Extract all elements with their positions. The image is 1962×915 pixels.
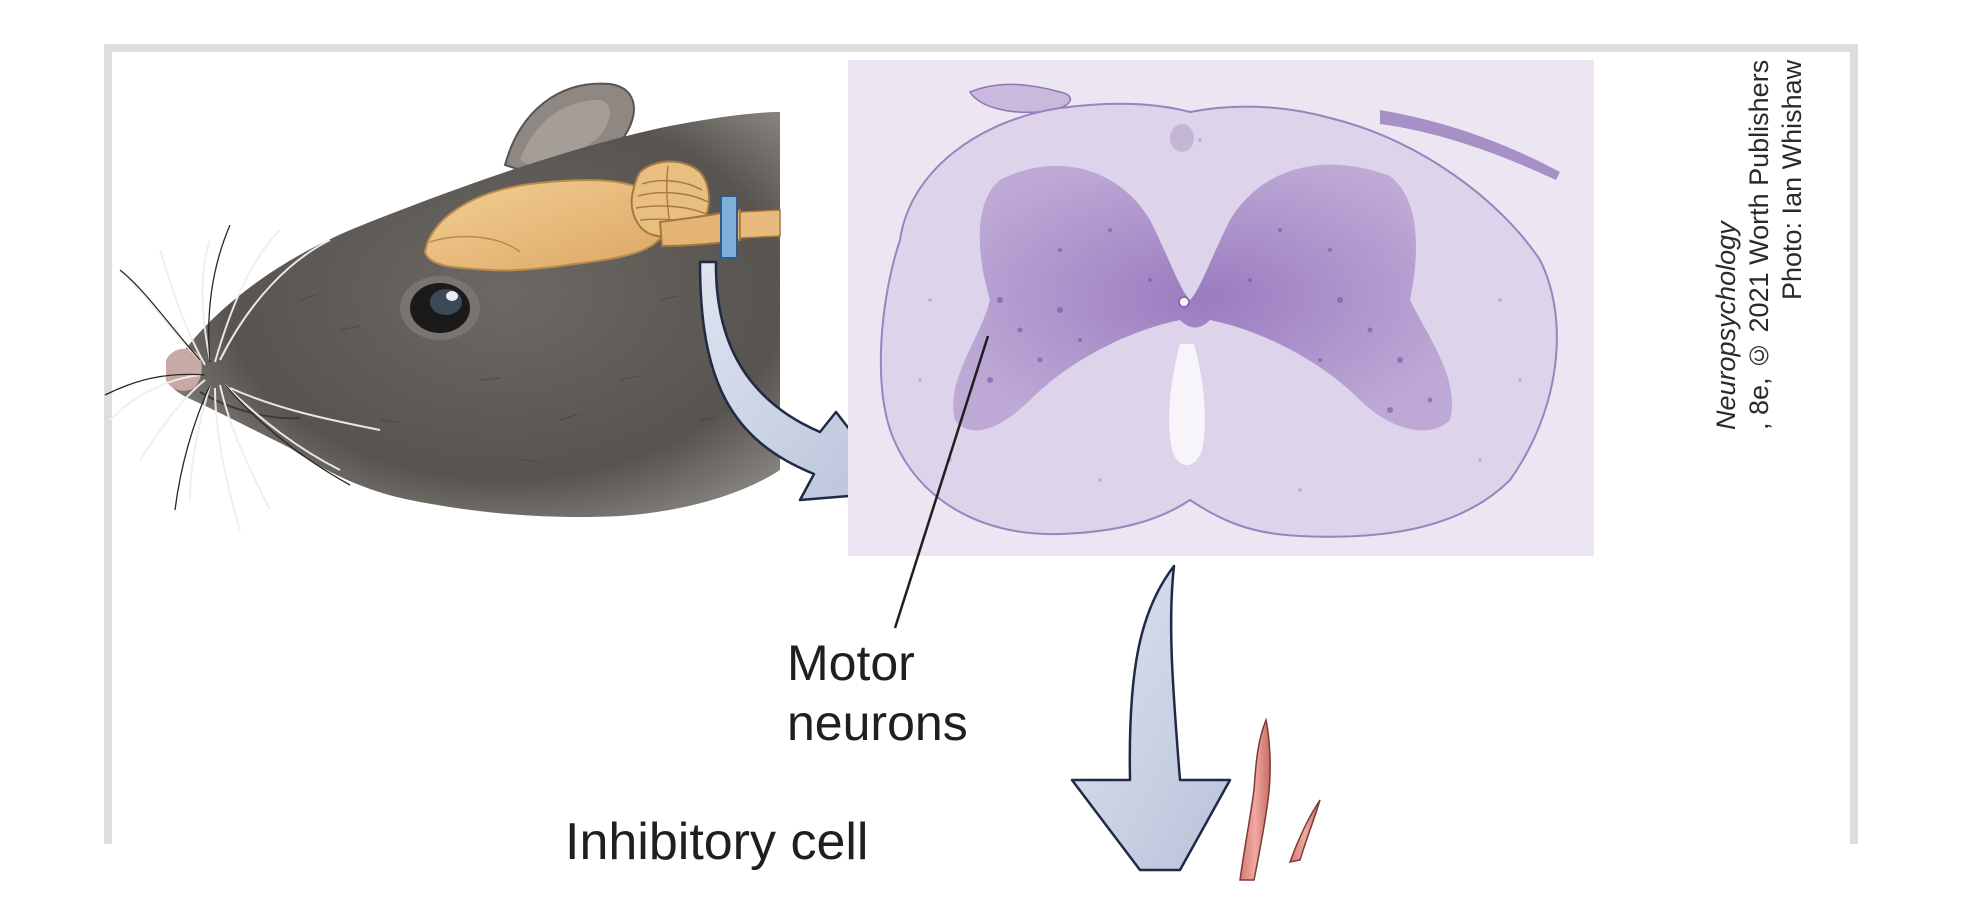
muscle-fiber-illustration [1239,717,1321,881]
down-arrow [1070,564,1232,872]
figure-credit: Neuropsychology, 8e, © 2021 Worth Publis… [1710,60,1807,850]
credit-line-publisher: Neuropsychology, 8e, © 2021 Worth Publis… [1710,60,1776,430]
spinal-cord-section-photo [848,60,1594,556]
credit-edition: , 8e, © 2021 Worth Publishers [1743,60,1774,431]
rat-head-illustration [104,82,781,531]
credit-line-photo: Photo: Ian Whishaw [1776,60,1807,301]
motor-neurons-label-line1: Motor [787,635,915,691]
inhibitory-cell-label: Inhibitory cell [565,813,869,871]
credit-book-title: Neuropsychology [1711,221,1741,431]
motor-neurons-label-line2: neurons [787,695,968,751]
motor-neurons-pointer [893,335,990,629]
